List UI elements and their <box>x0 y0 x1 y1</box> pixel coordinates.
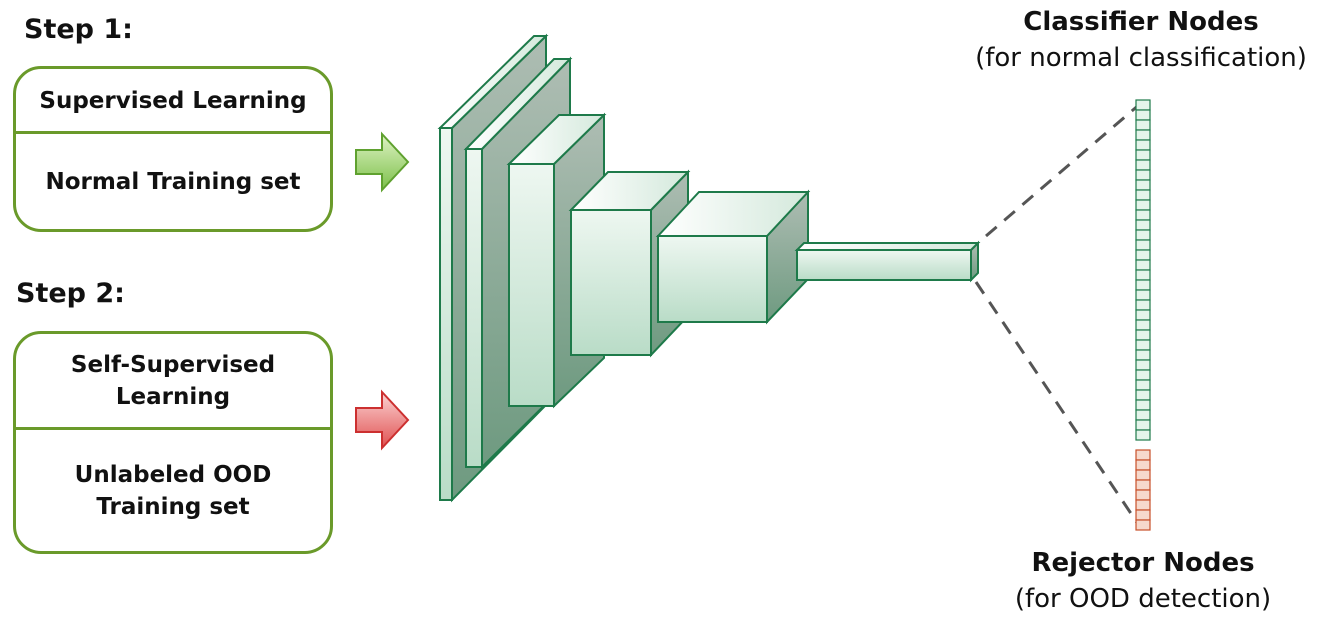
classifier-node <box>1135 209 1151 221</box>
rejector-node <box>1135 459 1151 471</box>
rejector-title: Rejector Nodes (for OOD detection) <box>980 545 1306 617</box>
conv-layer-5 <box>655 189 811 325</box>
rejector-nodes <box>1135 449 1151 531</box>
classifier-node <box>1135 269 1151 281</box>
classifier-node <box>1135 219 1151 231</box>
step2-divider <box>16 427 330 430</box>
classifier-node <box>1135 369 1151 381</box>
classifier-node <box>1135 249 1151 261</box>
rejector-node <box>1135 469 1151 481</box>
rejector-title-text: Rejector Nodes <box>1031 548 1255 578</box>
rejector-node <box>1135 509 1151 521</box>
arrow-right-red-icon <box>355 389 410 451</box>
step2-card: Self-Supervised Learning Unlabeled OOD T… <box>13 331 333 554</box>
step2-label: Step 2: <box>16 278 125 309</box>
classifier-node <box>1135 169 1151 181</box>
classifier-node <box>1135 259 1151 271</box>
classifier-title: Classifier Nodes (for normal classificat… <box>955 4 1327 76</box>
rejector-node <box>1135 479 1151 491</box>
classifier-node <box>1135 279 1151 291</box>
classifier-node <box>1135 339 1151 351</box>
classifier-node <box>1135 379 1151 391</box>
rejector-node <box>1135 499 1151 511</box>
rejector-subtitle: (for OOD detection) <box>1014 584 1272 614</box>
classifier-node <box>1135 189 1151 201</box>
classifier-title-text: Classifier Nodes <box>1023 7 1259 37</box>
classifier-node <box>1135 239 1151 251</box>
step2-top-line2: Learning <box>115 384 231 410</box>
classifier-subtitle: (for normal classification) <box>975 43 1307 73</box>
classifier-node <box>1135 359 1151 371</box>
step2-bottom-line1: Unlabeled OOD <box>74 461 272 488</box>
classifier-node <box>1135 309 1151 321</box>
step1-card: Supervised Learning Normal Training set <box>13 66 333 232</box>
step2-bottom-line2: Training set <box>96 493 250 520</box>
classifier-node <box>1135 109 1151 121</box>
step2-top-text: Self-Supervised Learning <box>16 334 330 428</box>
step1-bottom-text: Normal Training set <box>45 168 301 195</box>
connector-bottom <box>974 281 1140 525</box>
classifier-node <box>1135 99 1151 111</box>
step2-bottom-text: Unlabeled OOD Training set <box>16 430 330 551</box>
classifier-node <box>1135 199 1151 211</box>
classifier-node <box>1135 349 1151 361</box>
fc-layer <box>794 240 981 283</box>
classifier-node <box>1135 229 1151 241</box>
classifier-node <box>1135 149 1151 161</box>
classifier-node <box>1135 429 1151 441</box>
classifier-node <box>1135 139 1151 151</box>
classifier-node <box>1135 129 1151 141</box>
classifier-node <box>1135 119 1151 131</box>
classifier-node <box>1135 159 1151 171</box>
classifier-node <box>1135 399 1151 411</box>
connector-top <box>985 102 1141 238</box>
classifier-node <box>1135 329 1151 341</box>
step1-top-text: Supervised Learning <box>39 88 307 114</box>
classifier-node <box>1135 419 1151 431</box>
classifier-node <box>1135 289 1151 301</box>
arrow-right-green-icon <box>355 131 410 193</box>
classifier-nodes <box>1135 99 1151 441</box>
classifier-node <box>1135 319 1151 331</box>
step1-divider <box>16 131 330 134</box>
rejector-node <box>1135 449 1151 461</box>
classifier-node <box>1135 389 1151 401</box>
step2-top-line1: Self-Supervised <box>70 352 276 378</box>
step1-label: Step 1: <box>24 14 133 45</box>
classifier-node <box>1135 409 1151 421</box>
classifier-node <box>1135 299 1151 311</box>
classifier-node <box>1135 179 1151 191</box>
rejector-node <box>1135 489 1151 501</box>
rejector-node <box>1135 519 1151 531</box>
